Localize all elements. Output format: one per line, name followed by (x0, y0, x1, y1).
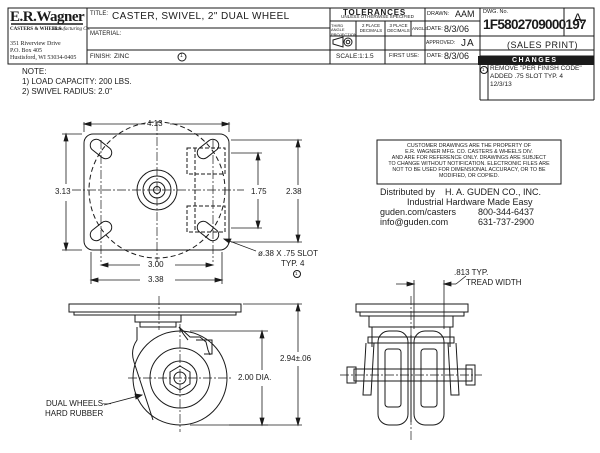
approved-date-label: DATE: (427, 53, 443, 59)
disclaimer-line-1: CUSTOMER DRAWINGS ARE THE PROPERTY OF (407, 143, 531, 149)
disclaimer-line-2: E.R. WAGNER MFG. CO. CASTERS & WHEELS DI… (405, 149, 533, 155)
address-line-1: 351 Riverview Drive (10, 41, 61, 47)
revision-letter: A (573, 10, 583, 26)
dim-slot-rev: 1 (295, 271, 298, 276)
tread-dimension (396, 275, 467, 329)
title-label: TITLE: (90, 11, 109, 17)
company-sub-1: CASTERS & WHEELS (10, 27, 62, 32)
dim-slot-typ: TYP. 4 (281, 259, 305, 268)
approved-date: 8/3/06 (444, 51, 470, 61)
approved-label: APPROVED: (426, 40, 456, 46)
wheel-note-1: DUAL WHEELS— (46, 399, 112, 408)
dim-top-width: 4.13 (147, 119, 163, 128)
note-swivel-radius: 2) SWIVEL RADIUS: 2.0" (22, 87, 113, 96)
plan-dimensions (62, 121, 302, 284)
address-line-3: Hustisford, WI 53034-0405 (10, 55, 77, 61)
finish-rev: 1 (180, 53, 183, 59)
drawn-date: 8/3/06 (444, 24, 470, 34)
dwg-number: 1F5802709000197 (483, 17, 587, 32)
drawn-by: AAM (455, 9, 475, 19)
distributor-tagline: Industrial Hardware Made Easy (407, 197, 533, 207)
dim-tread-typ: .813 TYP. (454, 268, 489, 277)
three-place-label: 3 PLACE DECIMALS (387, 23, 410, 33)
dim-overall-height: 2.94±.06 (280, 354, 312, 363)
disclaimer-box (376, 139, 562, 185)
finish-value: ZINC (114, 53, 130, 60)
dwg-no-label: DWG. No. (483, 9, 509, 15)
address-line-2: P.O. Box 405 (10, 48, 43, 54)
two-place-label: 2 PLACE DECIMALS (359, 23, 383, 33)
drawn-label: DRAWN: (427, 11, 450, 17)
projection-symbol (332, 36, 353, 48)
dim-mid-height: 1.75 (251, 187, 267, 196)
tolerances-sub: UNLESS OTHERWISE SPECIFIED (341, 14, 414, 19)
notes-heading: NOTE: (22, 67, 47, 76)
dim-left-height: 3.13 (55, 187, 71, 196)
dim-overall-width: 3.38 (148, 275, 164, 284)
drawing-title: CASTER, SWIVEL, 2" DUAL WHEEL (112, 11, 290, 22)
disclaimer-line-6: MODIFIED, OR COPIED. (438, 173, 500, 179)
distributor-email: info@guden.com (380, 217, 449, 227)
dim-bolt-width: 3.00 (148, 260, 164, 269)
distributor-line-1: Distributed by H. A. GUDEN CO., INC. (380, 187, 542, 197)
material-label: MATERIAL: (90, 31, 122, 37)
title-block-grid (7, 7, 595, 101)
sales-print: (SALES PRINT) (507, 40, 579, 50)
third-angle-label: THIRD ANGLE PROJECTION (331, 23, 357, 37)
change-text-1: REMOVE "PER FINISH CODE" (490, 65, 582, 72)
tolerances-heading: TOLERANCES (343, 8, 406, 17)
company-logo: E.R.Wagner (10, 9, 85, 25)
scale-label: SCALE:1:1.5 (336, 53, 374, 60)
plan-view (72, 121, 244, 262)
disclaimer-line-4: TO CHANGE WITHOUT NOTIFICATION. ELECTRON… (388, 161, 550, 167)
changes-heading: CHANGES (512, 57, 558, 64)
distributor-phone-2: 631-737-2900 (478, 217, 535, 227)
finish-rev-marker (177, 52, 187, 62)
slot-rev-marker (293, 270, 301, 278)
approved-by: JA (461, 38, 475, 49)
finish-label: FINISH: (90, 54, 112, 60)
first-use-label: FIRST USE: (389, 53, 420, 59)
disclaimer-line-5: NOT TO BE USED FOR DIMENSIONAL ACCURACY,… (392, 167, 546, 173)
dim-slot: ø.38 X .75 SLOT (258, 249, 319, 258)
dim-tread-width: TREAD WIDTH (466, 278, 522, 287)
note-load-capacity: 1) LOAD CAPACITY: 200 LBS. (22, 77, 132, 86)
dim-wheel-dia: 2.00 DIA. (238, 373, 272, 382)
distributor-web: guden.com/casters (380, 207, 457, 217)
company-sub-2: Manufacturing Co. (52, 27, 91, 32)
change-date: 12/3/13 (490, 81, 512, 88)
distributor-phone-1: 800-344-6437 (478, 207, 535, 217)
drawn-date-label: DATE: (427, 26, 443, 32)
angle-label: ANGLE (412, 26, 428, 31)
wheel-note-2: HARD RUBBER (45, 409, 104, 418)
side-dimensions (103, 302, 302, 427)
dim-right-height: 2.38 (286, 187, 302, 196)
side-view (68, 296, 242, 432)
change-text-2: ADDED .75 SLOT TYP. 4 (490, 73, 563, 80)
change-rev: 1 (482, 67, 485, 72)
disclaimer-line-3: AND ARE FOR REFERENCE ONLY. DRAWINGS ARE… (391, 155, 547, 161)
front-view (340, 296, 482, 440)
change-rev-marker (480, 66, 488, 74)
